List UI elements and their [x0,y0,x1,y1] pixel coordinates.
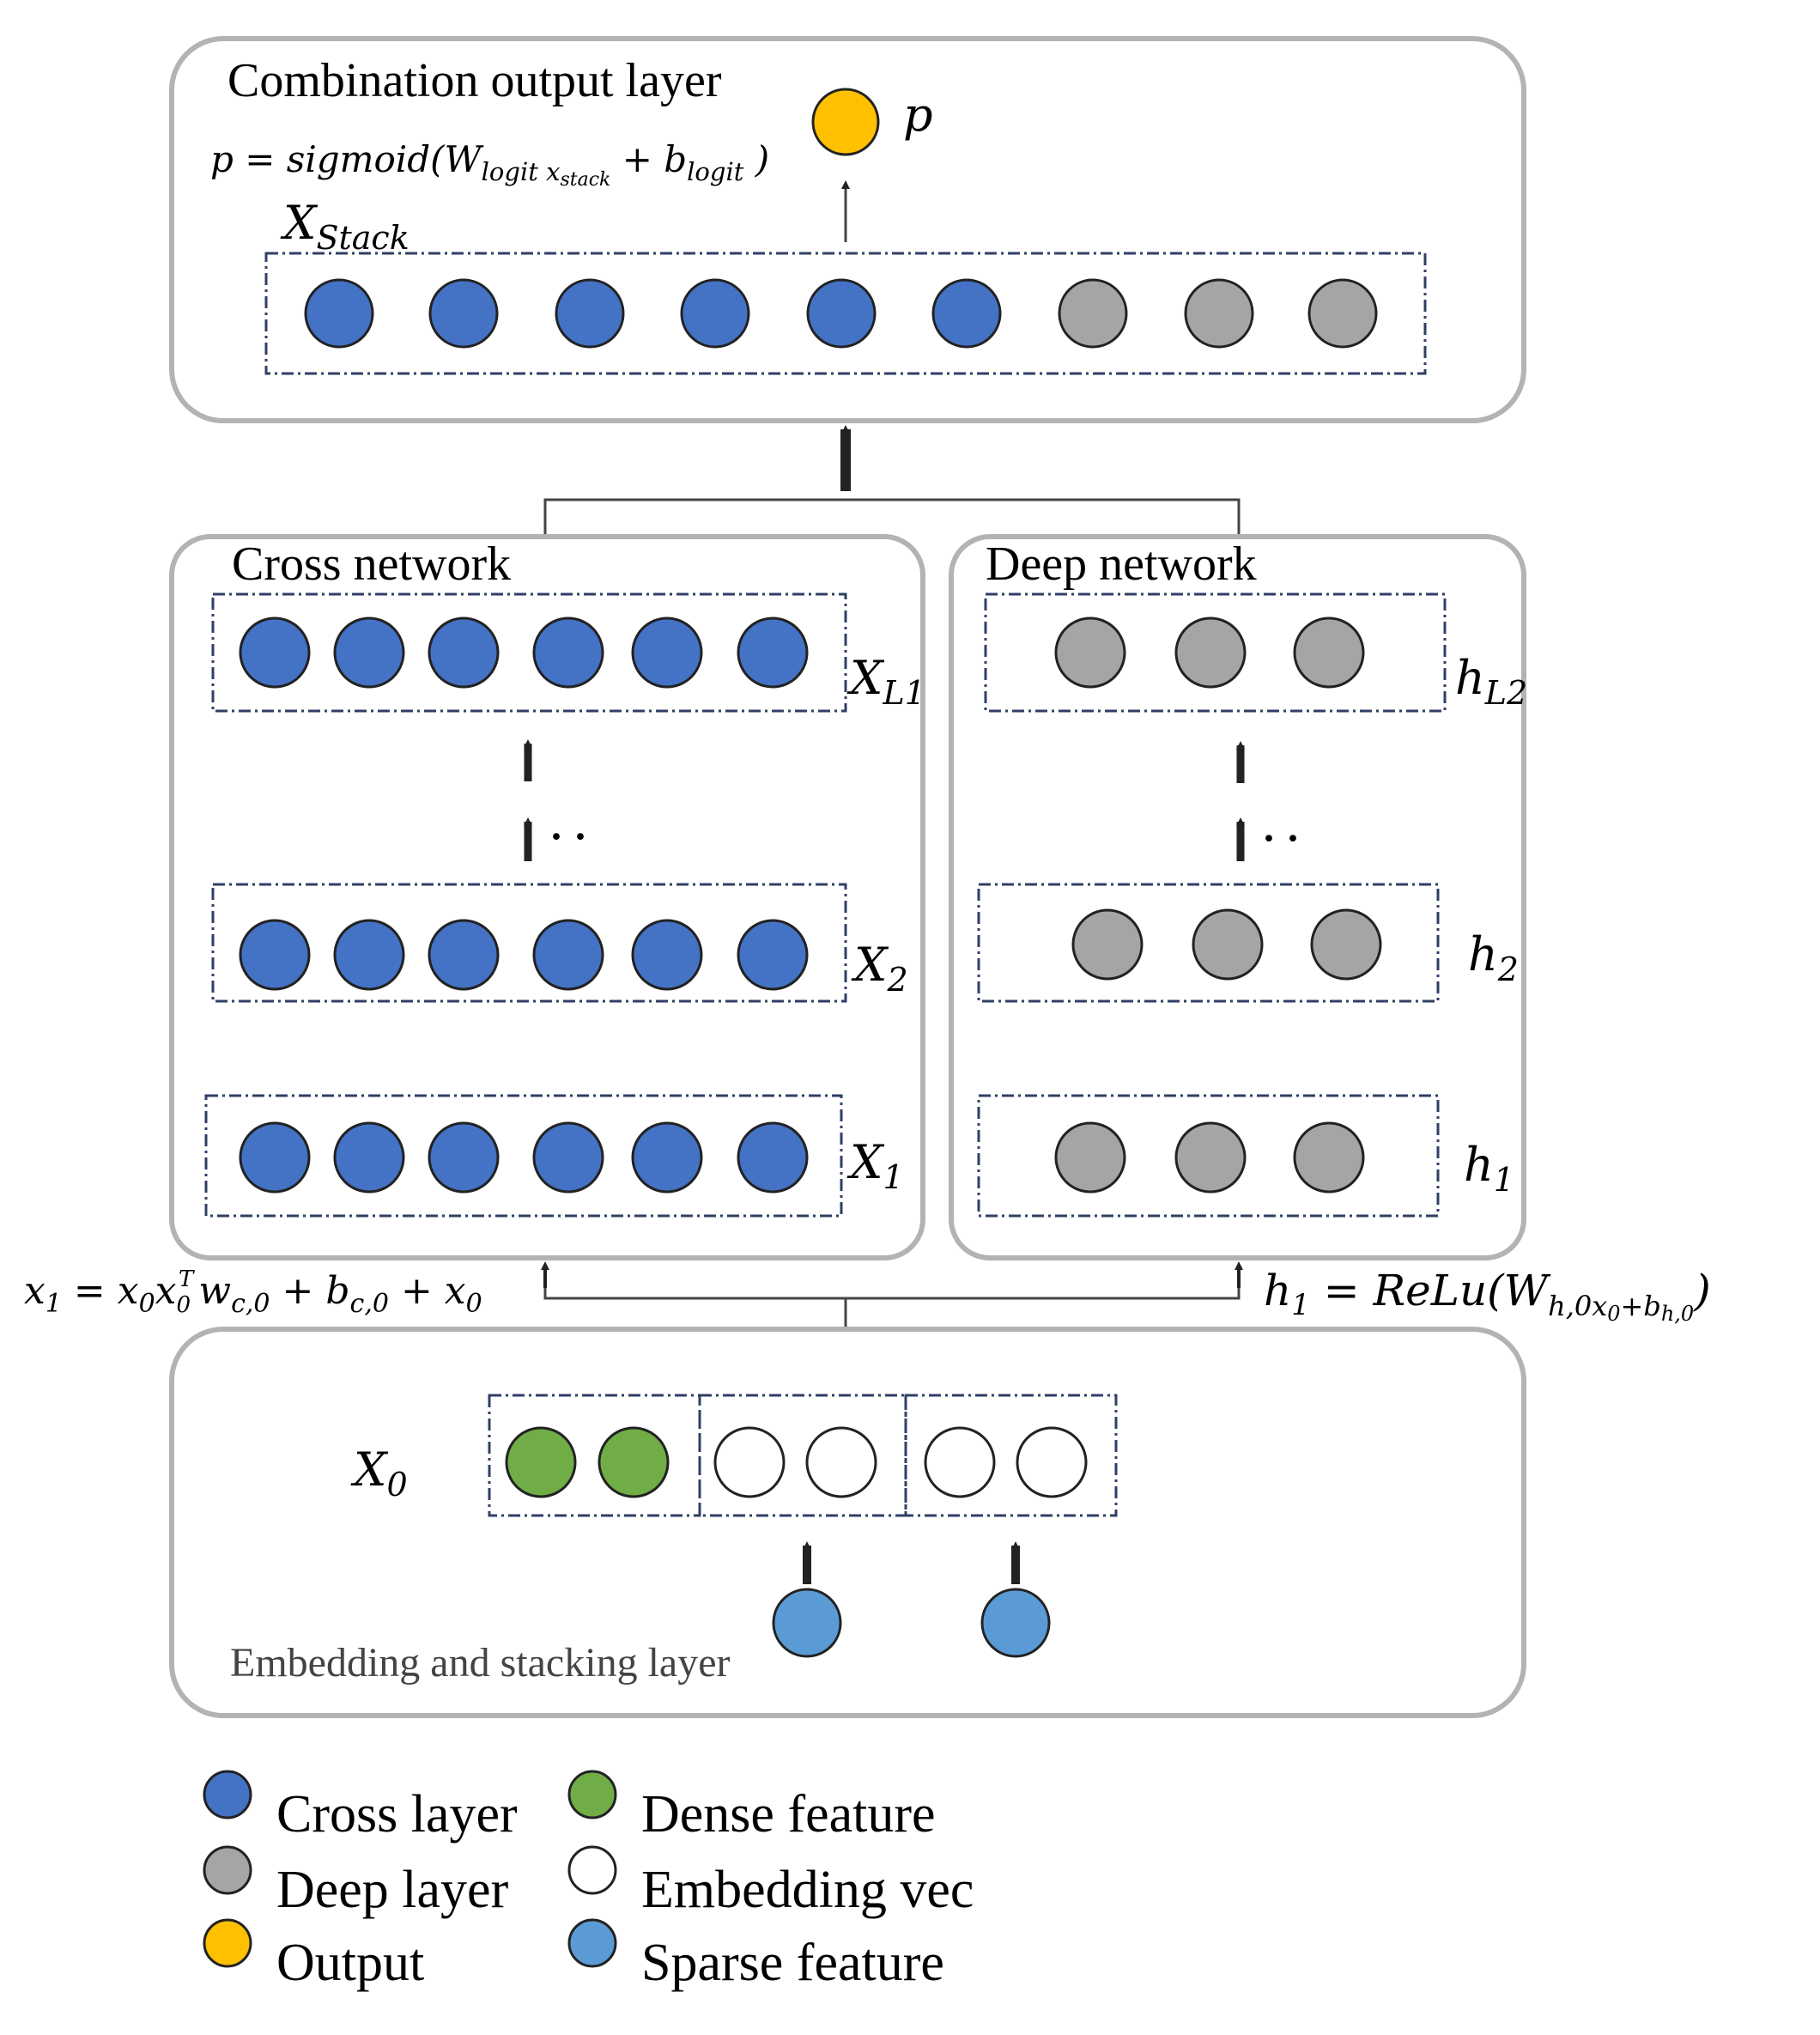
cross-nodes [239,617,809,1194]
embedding-vec-node [713,1426,786,1498]
deep-node [1192,908,1264,981]
dense-feature-node [598,1426,670,1498]
deep-layer-box-2 [977,883,1440,1003]
stack-node-cross [304,278,374,349]
cross-node [737,617,809,689]
dense-feature-box [488,1394,701,1517]
deep-node [1174,1121,1247,1194]
legend-label-output: Output [276,1934,424,1992]
deep-node [1174,617,1247,689]
cross-node [532,1121,604,1194]
stack-node-cross [931,278,1002,349]
deep-ellipsis: · · [1262,816,1300,861]
deep-layer-label-2: h2 [1468,927,1519,988]
cross-node [631,617,703,689]
stack-node-cross [555,278,625,349]
deep-node [1054,617,1126,689]
combination-formula: p = sigmoid(Wlogit xstack + blogit ) [210,138,769,191]
legend-swatch-dense [567,1770,617,1819]
combination-output-title: Combination output layer [228,54,722,107]
stack-node-deep [1307,278,1378,349]
embedding-stacking-panel [169,1327,1526,1718]
cross-layer-label-2: X2 [851,938,908,999]
legend-swatch-deep [203,1845,252,1895]
stack-node-cross [428,278,499,349]
deep-layer-label-l2: hL2 [1455,651,1527,712]
cross-node [532,617,604,689]
output-label-p: p [903,88,933,142]
stack-node-deep [1184,278,1254,349]
dense-feature-node [505,1426,577,1498]
connector-embedding-split [543,1276,1241,1300]
legend-label-deep: Deep layer [276,1861,509,1919]
cross-node [239,1121,311,1194]
stack-node-cross [806,278,877,349]
deep-layer-label-1: h1 [1464,1138,1514,1199]
cross-node [631,919,703,991]
deep-nodes [1054,617,1382,1194]
stack-layer-box [264,252,1427,375]
legend-label-cross: Cross layer [276,1785,518,1844]
deep-node [1293,1121,1365,1194]
deep-node [1071,908,1144,981]
cross-layer-label-l1: XL1 [846,651,925,712]
output-node-p [811,88,880,156]
cross-layer-label-1: X1 [846,1135,904,1196]
cross-node [428,1121,500,1194]
deep-node [1293,617,1365,689]
embedding-box-1 [698,1394,907,1517]
embedding-box-2 [904,1394,1118,1517]
cross-node [532,919,604,991]
legend-swatch-sparse [567,1918,617,1968]
deep-network-panel [949,534,1526,1260]
sparse-feature-node [980,1588,1051,1658]
cross-node [428,617,500,689]
legend-swatch-output [203,1918,252,1968]
legend-swatch-embedding [567,1845,617,1895]
legend-label-sparse: Sparse feature [641,1934,944,1992]
embedding-vec-node [1016,1426,1088,1498]
cross-node [428,919,500,991]
cross-network-title: Cross network [232,538,511,591]
cross-node [239,919,311,991]
stack-node-deep [1058,278,1128,349]
cross-node [333,617,405,689]
legend-label-embedding: Embedding vec [641,1861,974,1919]
cross-node [631,1121,703,1194]
embedding-vec-node [805,1426,877,1498]
deep-node [1310,908,1382,981]
cross-layer-box-2 [211,883,847,1003]
cross-node [737,1121,809,1194]
combination-output-panel [169,36,1526,423]
sparse-feature-node [772,1588,842,1658]
deep-formula: h1 = ReLu(Wh,0x0+bh,0) [1264,1266,1711,1326]
x0-label: X0 [350,1443,408,1503]
stack-nodes [304,278,1378,349]
cross-network-panel [169,534,925,1260]
deep-node [1054,1121,1126,1194]
stack-label: XStack [280,196,410,257]
cross-layer-box-l1 [211,592,847,713]
cross-node [737,919,809,991]
embedding-stacking-title: Embedding and stacking layer [230,1640,731,1686]
embedding-nodes [505,1426,1088,1658]
connector-networks-to-combination [543,498,1241,537]
cross-node [333,919,405,991]
legend-swatch-cross [203,1770,252,1819]
legend-label-dense: Dense feature [641,1785,936,1844]
deep-network-title: Deep network [986,538,1257,591]
embedding-vec-node [924,1426,996,1498]
cross-ellipsis: · · [549,814,587,860]
cross-layer-box-1 [204,1094,843,1218]
cross-node [239,617,311,689]
deep-layer-box-l2 [984,592,1447,713]
cross-node [333,1121,405,1194]
deep-layer-box-1 [977,1094,1440,1218]
stack-node-cross [680,278,750,349]
